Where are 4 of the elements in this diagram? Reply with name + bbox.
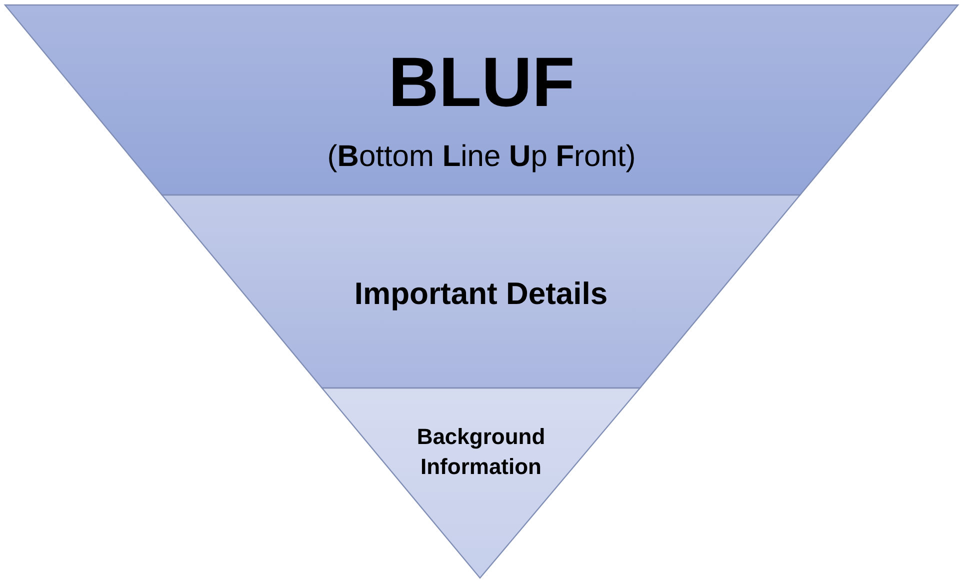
band-label: Important Details	[353, 275, 609, 313]
band-subtitle: (Bottom Line Up Front)	[326, 139, 637, 175]
band-heading: BLUF	[387, 42, 576, 123]
band-label: Background Information	[416, 423, 546, 481]
